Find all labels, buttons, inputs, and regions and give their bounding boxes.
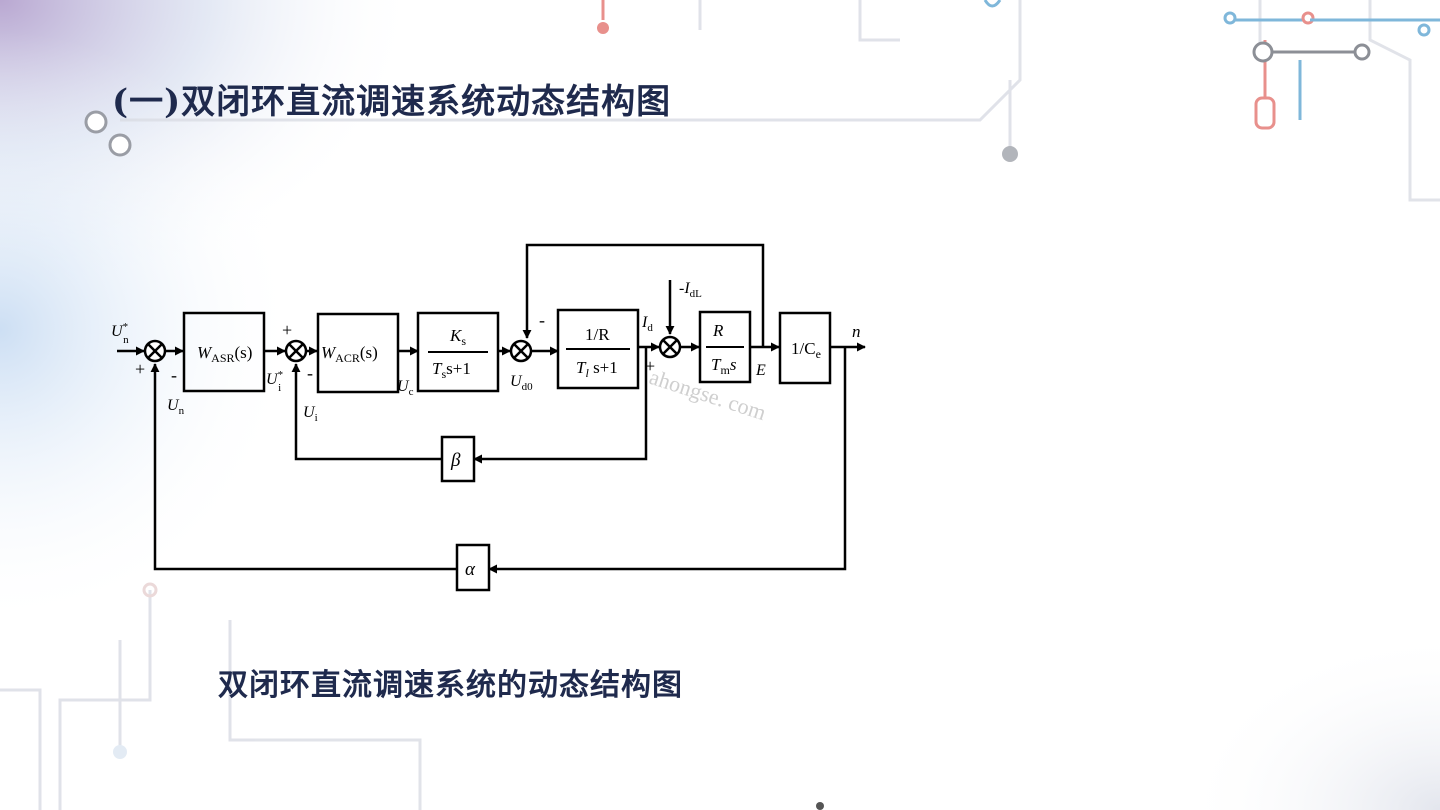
current-feedback-line (473, 347, 648, 464)
summing-junction-voltage (509, 339, 533, 363)
speed-feedback-label: Un (167, 397, 185, 417)
acr-label: WACR(s) (321, 343, 378, 365)
summing-junction-load (658, 335, 682, 359)
asr-block (182, 311, 266, 393)
summing-junction-speed (143, 339, 167, 363)
colored-circuit-decoration (84, 0, 1440, 810)
alpha-block (455, 543, 491, 592)
converter-numerator: Ks (449, 326, 466, 348)
control-voltage-label: Uc (397, 378, 414, 398)
sign-minus-current-fb: - (307, 363, 313, 383)
speed-reference-label: U*n (111, 321, 129, 346)
emf-signal-label: E (755, 362, 766, 379)
slide-title: (一)双闭环直流调速系统动态结构图 (112, 82, 672, 122)
mechanical-denominator: Tms (711, 355, 737, 377)
mechanical-block (698, 310, 752, 384)
load-current-label: -IdL (679, 280, 702, 300)
current-reference-label: U*i (266, 369, 283, 394)
speed-feedback-return (150, 363, 457, 571)
armature-denominator: Tl s+1 (576, 358, 618, 380)
converter-denominator: Tss+1 (432, 359, 471, 381)
beta-label: β (450, 450, 461, 471)
emf-block (778, 311, 832, 385)
acr-block (316, 312, 400, 394)
beta-block (440, 435, 476, 483)
emf-label: 1/Ce (791, 339, 821, 361)
speed-output-label: n (852, 322, 861, 341)
current-feedback-return (291, 363, 442, 461)
sign-plus-armature: + (645, 356, 655, 376)
converter-block (416, 311, 500, 393)
armature-numerator: 1/R (585, 325, 610, 344)
summing-junction-current (284, 339, 308, 363)
emf-feedback-line (522, 243, 765, 347)
armature-current-label: Id (641, 314, 653, 334)
sign-plus-speed-ref: + (135, 359, 145, 379)
mechanical-numerator: R (712, 321, 724, 340)
ideal-voltage-label: Ud0 (510, 373, 533, 393)
alpha-label: α (465, 559, 476, 580)
current-feedback-label: Ui (303, 404, 318, 424)
sign-plus-current-ref: + (282, 320, 292, 340)
speed-feedback-line (488, 347, 847, 574)
asr-label: WASR(s) (197, 343, 252, 365)
sign-minus-speed-fb: - (171, 365, 177, 385)
armature-block (556, 308, 640, 390)
sign-minus-emf: - (539, 310, 545, 330)
diagram-caption: 双闭环直流调速系统的动态结构图 (218, 668, 683, 703)
